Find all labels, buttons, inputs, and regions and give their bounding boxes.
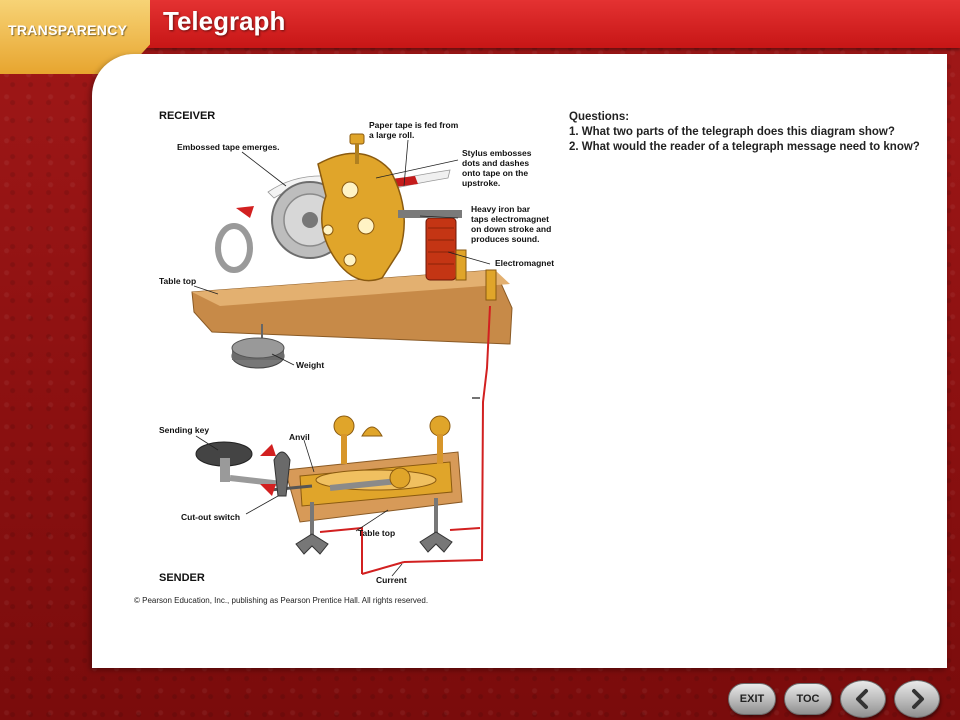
stylus-label-line2: dots and dashes (462, 158, 530, 168)
table-top-receiver-label: Table top (159, 276, 197, 286)
chevron-left-icon (856, 689, 868, 709)
exit-button-label: EXIT (739, 693, 765, 705)
label-leaders (193, 139, 491, 577)
sender-illustration (195, 415, 481, 575)
toc-button-label: TOC (796, 693, 820, 705)
stylus-label-line1: Stylus embosses (462, 148, 532, 158)
stylus-label-line3: onto tape on the (462, 168, 529, 178)
questions-heading: Questions: (569, 111, 630, 123)
stylus-label-line4: upstroke. (462, 178, 501, 188)
embossed-tape-label: Embossed tape emerges. (177, 142, 280, 152)
anvil-label: Anvil (289, 432, 310, 442)
previous-button[interactable] (840, 680, 886, 718)
tab-label: TRANSPARENCY (8, 22, 128, 38)
iron-bar-label-line4: produces sound. (471, 234, 540, 244)
paper-tape-label-line2: a large roll. (369, 130, 415, 140)
questions-block: Questions: 1. What two parts of the tele… (569, 110, 929, 155)
table-top-sender-label: Table top (358, 528, 396, 538)
sender-heading: SENDER (159, 572, 205, 584)
exit-button[interactable]: EXIT (728, 683, 776, 715)
page-title: Telegraph (163, 6, 286, 36)
question-item: 2. What would the reader of a telegraph … (569, 141, 920, 153)
next-button[interactable] (894, 680, 940, 718)
weight-label: Weight (296, 360, 325, 370)
receiver-heading: RECEIVER (159, 110, 216, 122)
copyright-text: © Pearson Education, Inc., publishing as… (134, 596, 429, 605)
chevron-right-icon (912, 689, 924, 709)
sending-key-label: Sending key (159, 425, 210, 435)
iron-bar-label-line1: Heavy iron bar (471, 204, 531, 214)
paper-tape-label-line1: Paper tape is fed from (369, 120, 459, 130)
question-item: 1. What two parts of the telegraph does … (569, 126, 895, 138)
cut-out-switch-label: Cut-out switch (181, 512, 241, 522)
iron-bar-label-line2: taps electromagnet (471, 214, 549, 224)
telegraph-diagram (191, 133, 513, 577)
electromagnet-label: Electromagnet (495, 258, 555, 268)
iron-bar-label-line3: on down stroke and (471, 224, 552, 234)
toc-button[interactable]: TOC (784, 683, 832, 715)
header-bar (0, 0, 960, 48)
current-label: Current (376, 575, 407, 585)
receiver-illustration (191, 133, 513, 563)
